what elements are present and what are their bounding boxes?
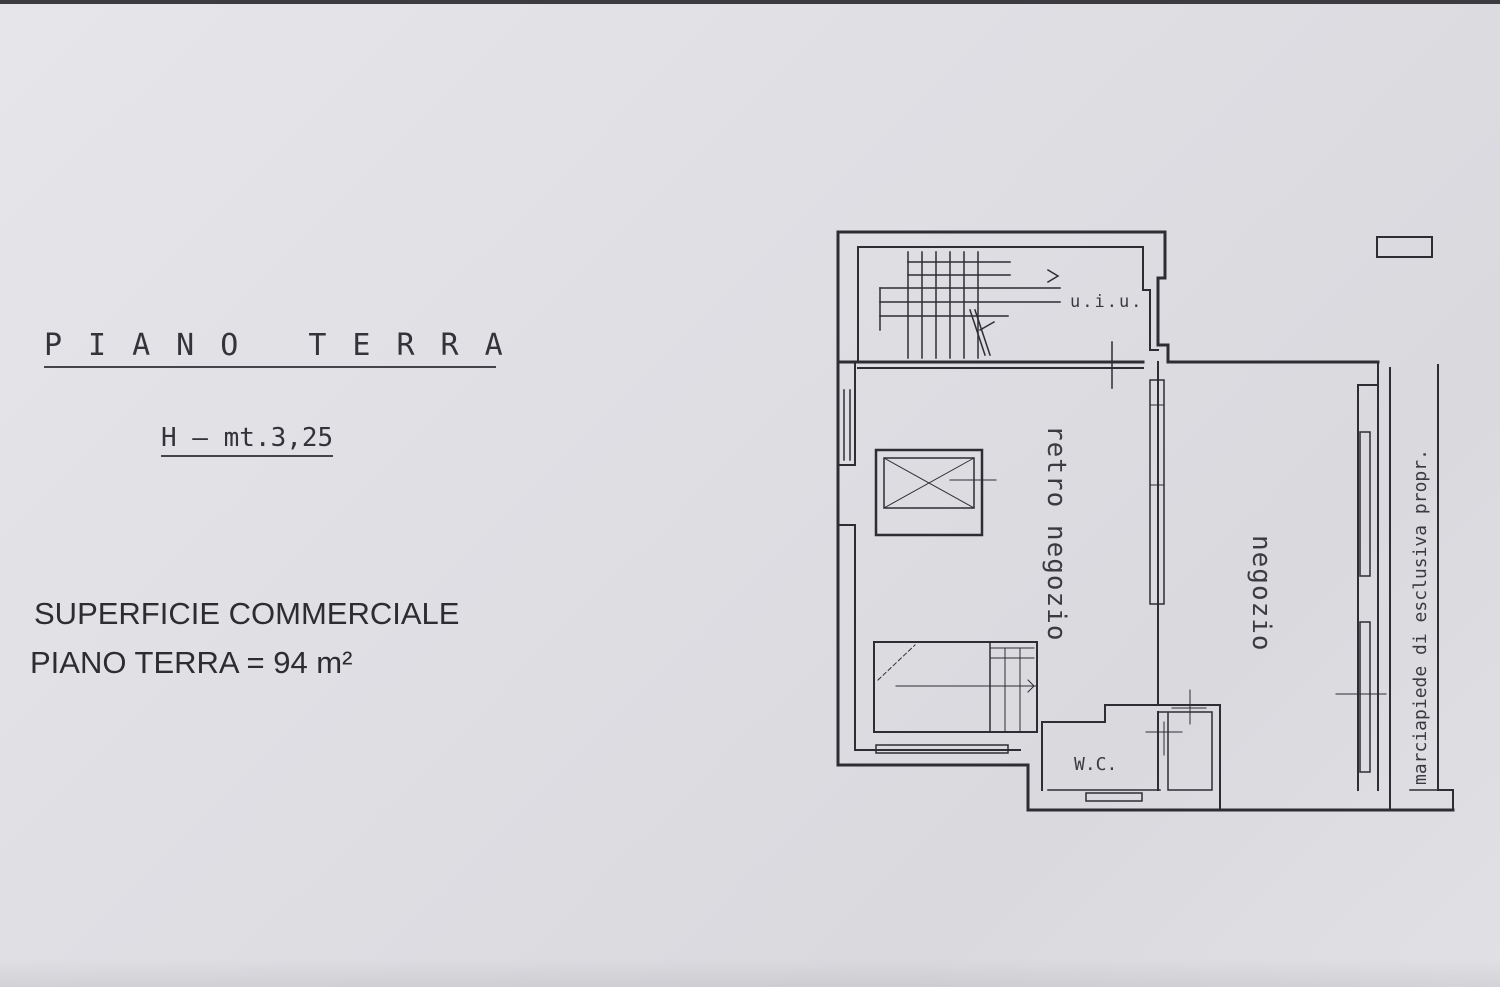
shop-front-window (1335, 431, 1387, 773)
commercial-surface-value: PIANO TERRA = 94 m² (30, 645, 353, 680)
commercial-surface-label: SUPERFICIE COMMERCIALE (34, 596, 460, 631)
label-retro-negozio: retro negozio (1041, 425, 1071, 642)
ceiling-height: H – mt.3,25 (161, 422, 334, 457)
interior-partition (1087, 341, 1165, 706)
stair-treads (879, 251, 1061, 359)
sheet-bottom-shadow (0, 958, 1500, 987)
label-negozio: negozio (1246, 535, 1276, 652)
floor-title: PIANO TERRA (44, 328, 503, 368)
counter-block (873, 641, 1038, 754)
label-wc: W.C. (1074, 754, 1117, 775)
wc-walls (1041, 689, 1221, 811)
plan-marker-box (1376, 236, 1433, 258)
label-uiu: u.i.u. (1070, 292, 1143, 312)
shaft-x (874, 448, 997, 537)
sheet-top-edge (0, 0, 1500, 4)
left-window (843, 389, 851, 461)
sidewalk-boundary (1409, 364, 1454, 811)
stair-block-walls (836, 230, 1170, 364)
label-sidewalk: marciapiede di esclusiva propr. (1410, 449, 1431, 785)
